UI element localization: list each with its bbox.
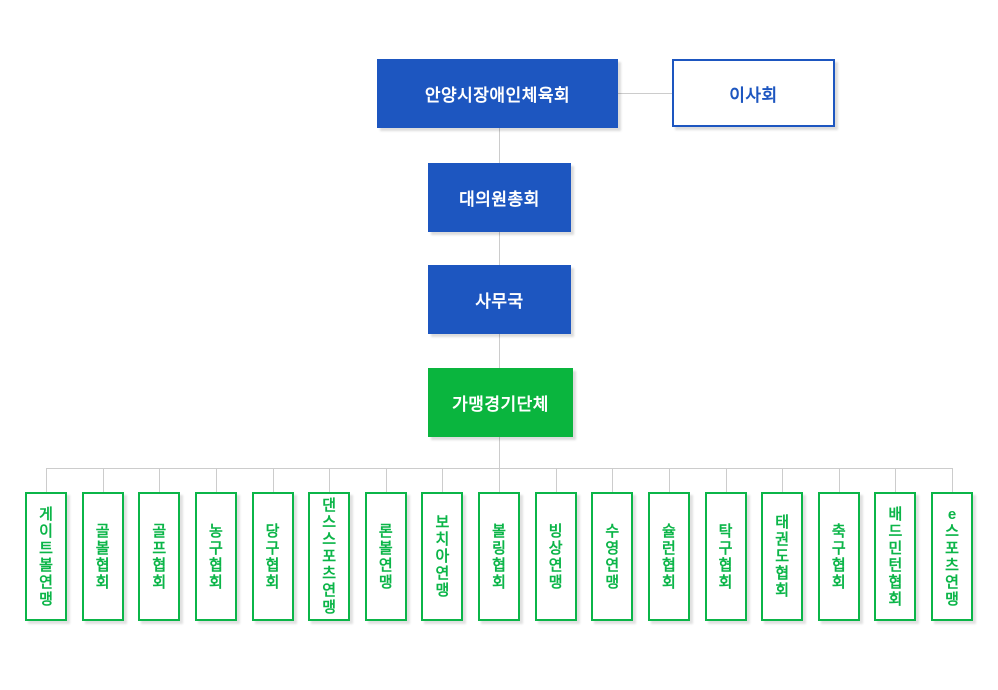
connector-drop-line — [782, 468, 784, 492]
connector-head-to-assembly — [499, 128, 500, 163]
board-box: 이사회 — [672, 59, 835, 127]
connector-head-to-board — [618, 93, 672, 94]
office-box: 사무국 — [428, 265, 571, 334]
affiliate-group-box: 가맹경기단체 — [428, 368, 573, 437]
connector-drop-line — [215, 468, 217, 492]
connector-drop-line — [952, 468, 953, 492]
connector-drop-line — [102, 468, 104, 492]
affiliate-group-label: 가맹경기단체 — [452, 395, 549, 414]
connector-drop-line — [46, 468, 47, 492]
connector-affiliate-to-bus — [499, 437, 500, 468]
connector-drop-line — [895, 468, 897, 492]
connector-drop-line — [838, 468, 840, 492]
connector-drop-line — [499, 468, 500, 492]
board-label: 이사회 — [729, 85, 778, 105]
connector-drop-line — [725, 468, 727, 492]
connector-office-to-affiliate — [499, 334, 500, 368]
connector-drop-line — [272, 468, 274, 492]
head-office-label: 안양시장애인체육회 — [424, 86, 571, 105]
connector-drop-line — [385, 468, 387, 492]
office-label: 사무국 — [475, 292, 524, 311]
connector-drop-line — [329, 468, 331, 492]
connector-drop-line — [555, 468, 557, 492]
connector-drop-line — [442, 468, 444, 492]
assembly-label: 대의원총회 — [459, 190, 540, 209]
connector-assembly-to-office — [499, 232, 500, 265]
head-office-box: 안양시장애인체육회 — [377, 59, 618, 128]
connector-drop-line — [668, 468, 670, 492]
assembly-box: 대의원총회 — [428, 163, 571, 232]
connector-drop-line — [159, 468, 161, 492]
connector-drop-line — [612, 468, 614, 492]
